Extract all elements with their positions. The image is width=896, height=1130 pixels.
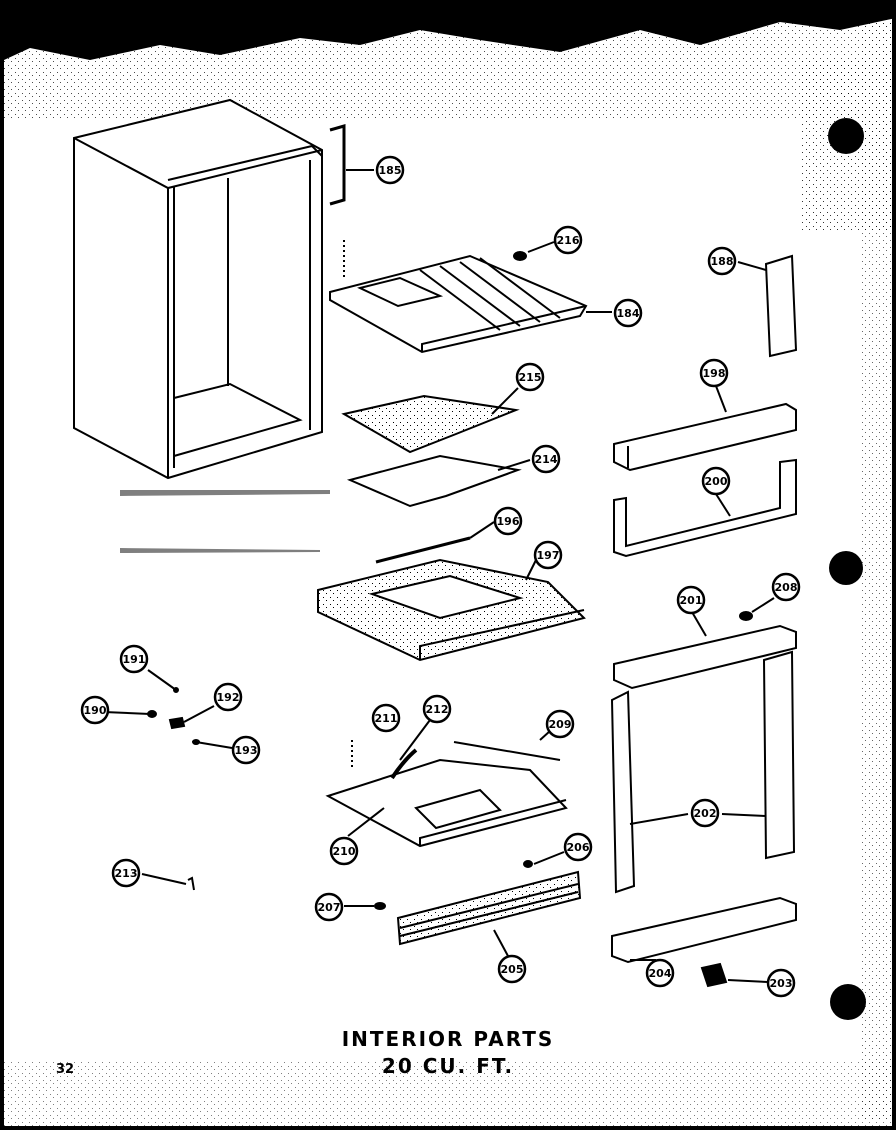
- svg-text:200: 200: [705, 475, 728, 488]
- svg-text:205: 205: [501, 963, 524, 976]
- callout-211: 211: [371, 703, 401, 733]
- callout-198: 198: [699, 358, 729, 388]
- callout-200: 200: [701, 466, 731, 496]
- svg-text:216: 216: [557, 234, 580, 247]
- part-201-top-rail: [613, 611, 797, 690]
- part-198-rail: [613, 385, 797, 472]
- callout-202: 202: [690, 798, 720, 828]
- svg-text:210: 210: [333, 845, 356, 858]
- part-200-shelf: [613, 458, 797, 558]
- svg-text:208: 208: [775, 581, 798, 594]
- svg-text:206: 206: [567, 841, 590, 854]
- part-184-top-panel: [329, 240, 612, 354]
- callout-188: 188: [707, 246, 737, 276]
- cabinet-shell: [73, 98, 323, 480]
- svg-text:198: 198: [703, 367, 726, 380]
- part-205-crisper-front: [344, 851, 582, 957]
- svg-text:203: 203: [770, 977, 793, 990]
- small-hardware-190-193: [103, 669, 233, 749]
- callout-213: 213: [111, 858, 141, 888]
- svg-text:209: 209: [549, 718, 572, 731]
- page-number: 32: [56, 1062, 75, 1077]
- svg-text:185: 185: [379, 164, 402, 177]
- callout-191: 191: [119, 644, 149, 674]
- svg-text:211: 211: [375, 712, 398, 725]
- svg-text:197: 197: [537, 549, 560, 562]
- svg-text:188: 188: [711, 255, 734, 268]
- callout-212: 212: [422, 694, 452, 724]
- part-204-bottom-rail: [611, 896, 797, 964]
- part-196-rod: [375, 521, 495, 564]
- svg-text:214: 214: [535, 453, 558, 466]
- callout-203: 203: [766, 968, 796, 998]
- callout-190: 190: [80, 695, 110, 725]
- part-214-panel: [346, 454, 531, 508]
- part-188-trim: [737, 254, 798, 358]
- callout-214: 214: [531, 444, 561, 474]
- svg-text:212: 212: [426, 703, 449, 716]
- part-210-cover: [325, 719, 568, 848]
- callout-184: 184: [613, 298, 643, 328]
- svg-text:193: 193: [235, 744, 258, 757]
- part-202-side-panels: [610, 650, 796, 894]
- svg-text:190: 190: [84, 704, 107, 717]
- svg-text:191: 191: [123, 653, 146, 666]
- callout-206: 206: [563, 832, 593, 862]
- callout-196: 196: [493, 506, 523, 536]
- callout-197: 197: [533, 540, 563, 570]
- callout-185: 185: [375, 155, 405, 185]
- diagram-subtitle: 20 CU. FT.: [381, 1054, 515, 1078]
- callout-205: 205: [497, 954, 527, 984]
- svg-text:192: 192: [217, 691, 240, 704]
- svg-text:207: 207: [318, 901, 341, 914]
- part-197-frame: [317, 555, 586, 662]
- svg-text:201: 201: [680, 594, 703, 607]
- svg-text:196: 196: [497, 515, 520, 528]
- callout-210: 210: [329, 836, 359, 866]
- callout-215: 215: [515, 362, 545, 392]
- callout-207: 207: [314, 892, 344, 922]
- callout-204: 204: [645, 958, 675, 988]
- part-215-panel: [341, 387, 520, 454]
- svg-text:204: 204: [649, 967, 672, 980]
- callout-209: 209: [545, 709, 575, 739]
- callout-201: 201: [676, 585, 706, 615]
- svg-text:184: 184: [617, 307, 640, 320]
- callout-216: 216: [553, 225, 583, 255]
- svg-text:215: 215: [519, 371, 542, 384]
- svg-text:202: 202: [694, 807, 717, 820]
- part-203-latch: [700, 597, 775, 988]
- callout-193: 193: [231, 735, 261, 765]
- part-213-clip: [141, 873, 195, 891]
- svg-text:213: 213: [115, 867, 138, 880]
- callout-192: 192: [213, 682, 243, 712]
- callout-208: 208: [771, 572, 801, 602]
- part-185-trim: [329, 124, 374, 206]
- diagram-title: INTERIOR PARTS: [341, 1027, 555, 1051]
